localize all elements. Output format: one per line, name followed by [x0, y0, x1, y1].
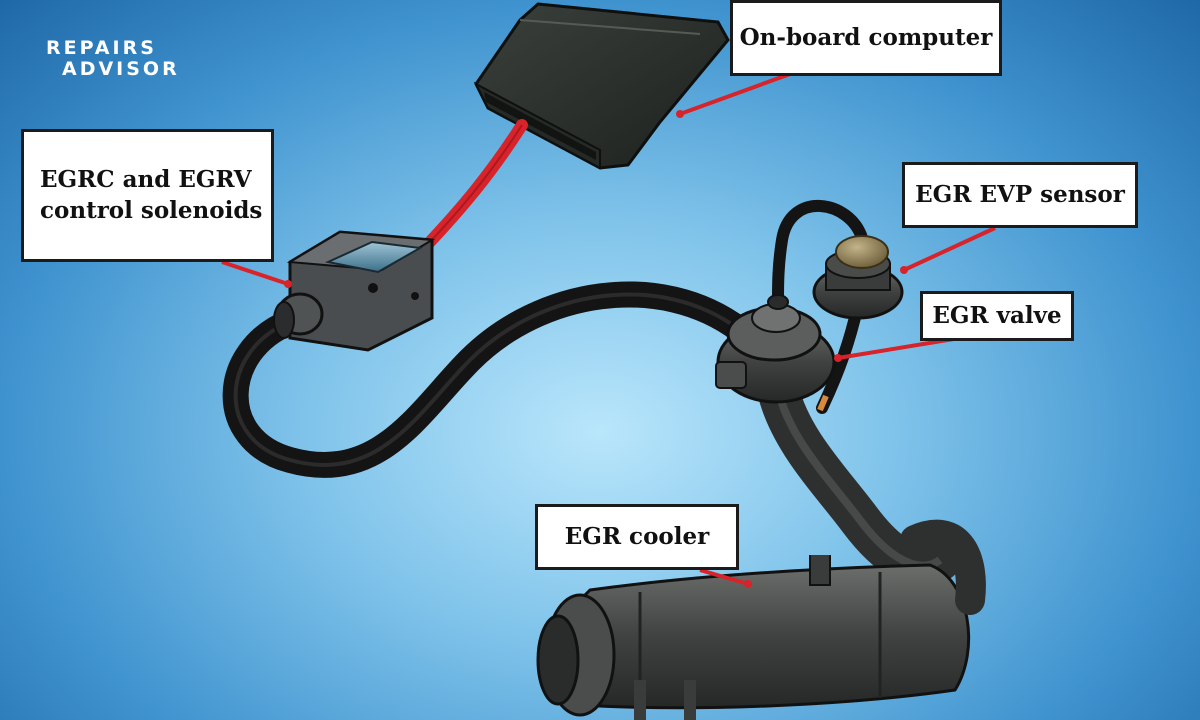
- egr-evp-sensor: [812, 235, 904, 320]
- logo-line-2: ADVISOR: [62, 58, 180, 80]
- logo-line-1: REPAIRS: [46, 37, 157, 59]
- label-egr-cooler: EGR cooler: [535, 504, 739, 570]
- leader-egr-cooler: [699, 568, 749, 586]
- leader-solenoids: [221, 260, 289, 286]
- egr-cooler-unit: [536, 519, 986, 720]
- label-egr-valve-text: EGR valve: [932, 301, 1062, 329]
- onboard-computer-unit: [473, 2, 730, 170]
- label-onboard-computer-text: On-board computer: [739, 23, 993, 51]
- leader-evp-sensor: [903, 226, 996, 272]
- control-wire: [422, 119, 528, 250]
- control-solenoid: [273, 230, 436, 352]
- leader-onboard-computer: [679, 72, 791, 116]
- repairs-advisor-logo: REPAIRS ADVISOR: [46, 38, 180, 80]
- label-solenoids: EGRC and EGRV control solenoids: [21, 129, 274, 262]
- leader-lines: [221, 72, 996, 588]
- label-evp-sensor-text: EGR EVP sensor: [915, 180, 1125, 208]
- label-solenoids-line-2: control solenoids: [40, 196, 263, 224]
- egr-valve-unit: [715, 294, 836, 404]
- label-evp-sensor: EGR EVP sensor: [902, 162, 1138, 228]
- label-onboard-computer: On-board computer: [730, 0, 1002, 76]
- leader-egr-valve: [837, 336, 961, 360]
- label-egr-cooler-text: EGR cooler: [564, 522, 710, 550]
- label-egr-valve: EGR valve: [920, 291, 1074, 341]
- label-solenoids-line-1: EGRC and EGRV: [40, 166, 252, 194]
- sensor-hose: [772, 199, 868, 306]
